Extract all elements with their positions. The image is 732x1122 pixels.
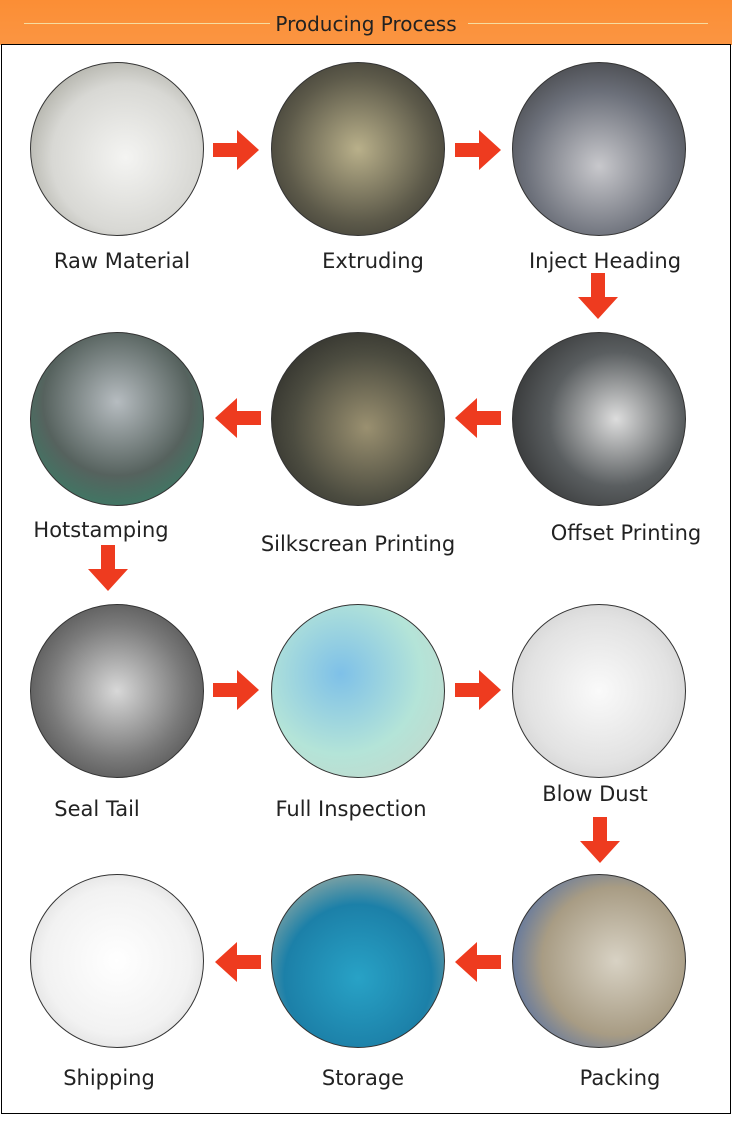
extruding-image bbox=[271, 62, 445, 236]
page-title: Producing Process bbox=[275, 12, 457, 36]
raw-material-image bbox=[30, 62, 204, 236]
arrow-left-icon bbox=[455, 398, 501, 438]
full-inspection-image bbox=[271, 604, 445, 778]
step-label: Packing bbox=[579, 1066, 661, 1090]
arrow-down-icon bbox=[88, 545, 128, 591]
step-label: Raw Material bbox=[53, 249, 191, 273]
arrow-right-icon bbox=[455, 670, 501, 710]
arrow-left-icon bbox=[215, 942, 261, 982]
step-label: Hotstamping bbox=[33, 518, 169, 542]
step-label: Extruding bbox=[322, 249, 424, 273]
arrow-right-icon bbox=[213, 670, 259, 710]
offset-printing-image bbox=[512, 332, 686, 506]
header-divider-left bbox=[24, 23, 270, 24]
arrow-left-icon bbox=[215, 398, 261, 438]
header-banner: Producing Process bbox=[0, 0, 732, 45]
step-label: Storage bbox=[321, 1066, 405, 1090]
arrow-right-icon bbox=[455, 130, 501, 170]
step-label: Seal Tail bbox=[54, 797, 140, 821]
blow-dust-image bbox=[512, 604, 686, 778]
packing-image bbox=[512, 874, 686, 1048]
step-label: Shipping bbox=[63, 1066, 155, 1090]
hotstamping-image bbox=[30, 332, 204, 506]
arrow-right-icon bbox=[213, 130, 259, 170]
step-label: Full Inspection bbox=[275, 797, 427, 821]
step-label: Silkscrean Printing bbox=[260, 532, 456, 556]
shipping-image bbox=[30, 874, 204, 1048]
step-label: Offset Printing bbox=[550, 521, 702, 545]
arrow-left-icon bbox=[455, 942, 501, 982]
header-divider-right bbox=[468, 23, 708, 24]
seal-tail-image bbox=[30, 604, 204, 778]
inject-heading-image bbox=[512, 62, 686, 236]
step-label: Inject Heading bbox=[528, 249, 682, 273]
step-label: Blow Dust bbox=[542, 782, 648, 806]
arrow-down-icon bbox=[580, 817, 620, 863]
storage-image bbox=[271, 874, 445, 1048]
arrow-down-icon bbox=[578, 273, 618, 319]
silkscreen-printing-image bbox=[271, 332, 445, 506]
